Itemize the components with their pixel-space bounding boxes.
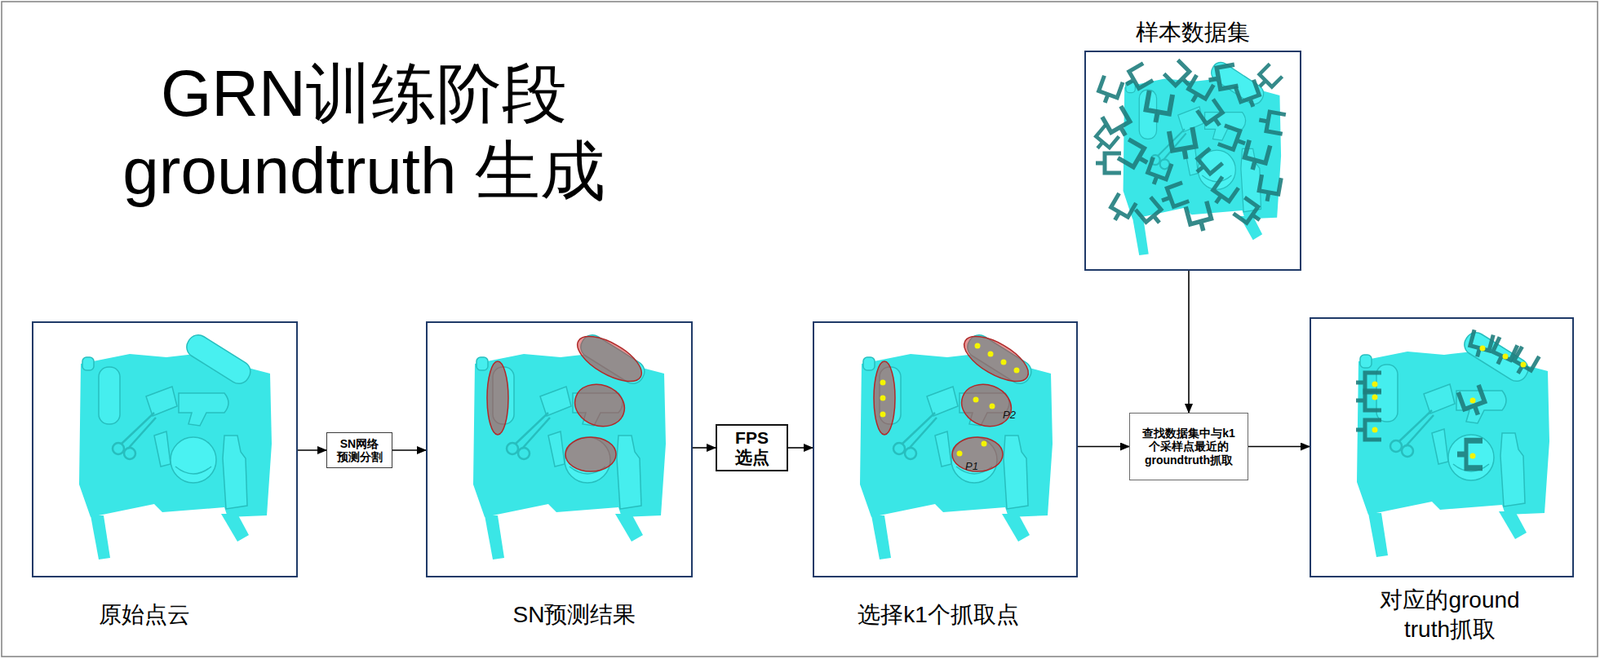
point-label: P2 — [1002, 408, 1016, 422]
sample-dataset-part — [1095, 75, 1123, 107]
sample-dataset-part — [1117, 139, 1153, 173]
groundtruth-grasps-part — [1356, 420, 1382, 440]
selected-grasp-points — [859, 327, 1053, 560]
box-text: SN网络 预测分割 — [335, 437, 385, 464]
groundtruth-grasps-part-part — [1470, 398, 1476, 404]
selected-grasp-points-part-part — [957, 451, 963, 457]
sample-dataset-part — [1095, 153, 1122, 173]
sample-dataset-part — [1185, 201, 1214, 235]
groundtruth-grasps-part-part — [1372, 427, 1379, 434]
sample-dataset-part — [1090, 124, 1119, 154]
dataset-panel: 样本数据集 — [1084, 50, 1302, 271]
groundtruth-grasps-part — [1457, 440, 1483, 469]
panel-caption: 样本数据集 — [1135, 17, 1250, 48]
sample-dataset-part — [1190, 148, 1223, 180]
selected-grasp-points-part-part — [989, 403, 996, 410]
panel-caption: 原始点云 — [98, 600, 191, 630]
connector-arrow — [392, 449, 426, 452]
raw-point-cloud — [79, 331, 272, 560]
connector-arrow — [788, 447, 813, 449]
segmentation-result-part-part — [570, 327, 648, 391]
connector-arrow — [297, 449, 327, 452]
sample-dataset-part — [1257, 110, 1286, 134]
sample-dataset-part — [1218, 125, 1249, 153]
diagram-title: GRN训练阶段 groundtruth 生成 — [78, 54, 650, 210]
groundtruth-grasps-part — [1509, 346, 1539, 379]
selected-grasp-points-part-part — [880, 380, 887, 386]
connector-arrow — [1077, 446, 1130, 448]
sample-dataset-part — [1196, 99, 1228, 132]
groundtruth-grasps-part-part — [1372, 394, 1379, 401]
selected-grasp-points-part-part — [988, 351, 994, 358]
raw-cloud-panel: 原始点云 — [31, 321, 298, 578]
groundtruth-grasps-part — [1458, 385, 1488, 419]
sample-dataset-part — [1143, 90, 1173, 125]
segmentation-result-part-part — [487, 361, 509, 435]
selected-grasp-points-part-part — [880, 412, 887, 418]
sample-dataset-part — [1106, 193, 1136, 226]
groundtruth-grasps — [1356, 328, 1550, 558]
sample-dataset — [1090, 58, 1286, 256]
selected-grasp-points-part-part — [981, 441, 988, 448]
sample-dataset-part — [1241, 140, 1270, 173]
selected-grasp-points-part-part — [952, 437, 1003, 472]
segmentation-result-part-part — [568, 377, 630, 434]
groundtruth-grasps-part-part — [1372, 381, 1379, 388]
process-box: FPS 选点 — [715, 424, 789, 472]
selected-grasp-points-part-part — [1001, 359, 1007, 366]
groundtruth-grasps-part — [1489, 336, 1518, 368]
grasp-point-panel: 选择k1个抓取点 — [812, 321, 1078, 578]
sample-dataset-part — [1257, 174, 1281, 204]
process-box: SN网络 预测分割 — [326, 432, 393, 469]
panel-caption: 对应的ground truth抓取 — [1360, 585, 1540, 645]
groundtruth-grasps-part — [1372, 345, 1527, 460]
sample-dataset-part — [1121, 63, 1153, 94]
sample-dataset-part — [1235, 79, 1263, 111]
process-box: 查找数据集中与k1 个采样点最近的 groundtruth抓取 — [1129, 412, 1249, 481]
groundtruth-grasps-part-part — [1502, 354, 1509, 360]
selected-grasp-points-part-part — [955, 377, 1017, 434]
sample-dataset-part — [1102, 106, 1135, 142]
sample-dataset-part — [1144, 157, 1172, 188]
groundtruth-grasps-part — [1356, 390, 1382, 411]
connector-arrow — [692, 447, 716, 449]
groundtruth-panel: 对应的ground truth抓取 — [1309, 317, 1574, 578]
selected-grasp-points-part-part — [1014, 367, 1020, 374]
box-text: 查找数据集中与k1 个采样点最近的 groundtruth抓取 — [1138, 426, 1241, 466]
sample-dataset-part — [1233, 197, 1266, 228]
connector-arrow — [1248, 446, 1310, 448]
sample-dataset-part — [1169, 127, 1198, 162]
selected-grasp-points-part-part — [957, 327, 1035, 391]
sample-dataset-part — [1254, 63, 1283, 93]
panel-caption: SN预测结果 — [513, 600, 637, 630]
selected-grasp-points-part — [873, 327, 1036, 472]
groundtruth-grasps-part-part — [1480, 345, 1486, 352]
groundtruth-grasps-part-part — [1520, 362, 1527, 368]
panel-caption: 选择k1个抓取点 — [857, 600, 1020, 630]
sample-dataset-part — [1206, 64, 1238, 91]
selected-grasp-points-part-part — [973, 397, 980, 404]
selected-grasp-points-part-part — [873, 361, 896, 435]
box-text: FPS 选点 — [731, 428, 773, 468]
sample-dataset-part — [1158, 182, 1189, 210]
sample-dataset-part — [1135, 197, 1167, 230]
sample-dataset-part — [1123, 58, 1282, 256]
sample-dataset-part — [1207, 177, 1238, 209]
point-label: P1 — [965, 460, 979, 473]
segmentation-panel: SN预测结果 — [425, 321, 693, 578]
selected-grasp-points-part-part — [975, 343, 981, 350]
segmentation-result — [473, 327, 666, 560]
groundtruth-grasps-part — [1467, 329, 1494, 360]
selected-grasp-points-part — [880, 343, 1020, 457]
selected-grasp-points-part-part — [880, 395, 887, 402]
segmentation-result-part — [487, 327, 649, 472]
connector-arrow — [1187, 270, 1190, 413]
groundtruth-grasps-part — [1356, 328, 1550, 558]
segmentation-result-part-part — [565, 437, 617, 472]
groundtruth-grasps-part-part — [1470, 453, 1476, 460]
